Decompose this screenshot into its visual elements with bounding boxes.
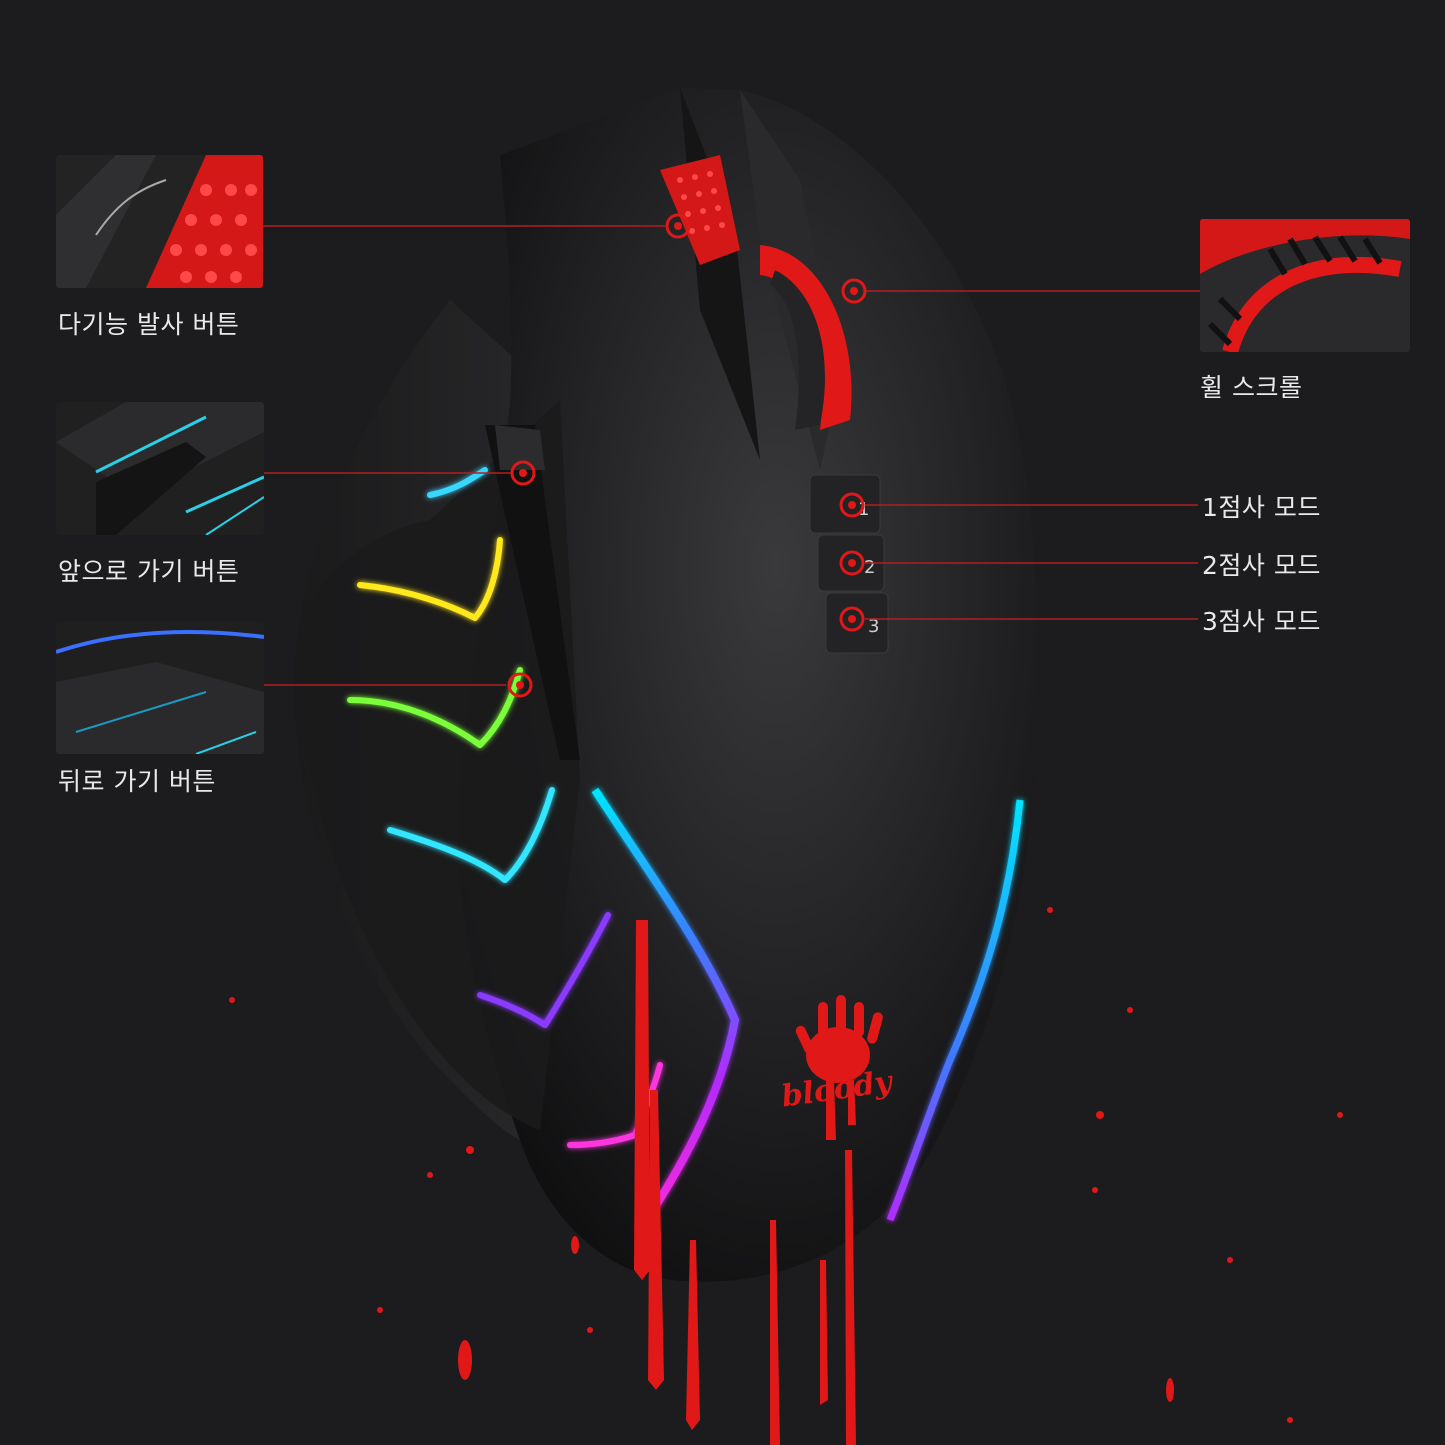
thumb-back bbox=[56, 622, 264, 754]
mode-1-number: 1 bbox=[858, 499, 869, 520]
marker-back bbox=[507, 672, 533, 698]
label-burst1: 1점사 모드 bbox=[1202, 493, 1321, 522]
marker-burst1 bbox=[839, 492, 865, 518]
label-burst3: 3점사 모드 bbox=[1202, 607, 1321, 636]
label-back: 뒤로 가기 버튼 bbox=[58, 767, 216, 796]
label-burst2: 2점사 모드 bbox=[1202, 551, 1321, 580]
thumb-forward bbox=[56, 402, 264, 535]
label-multi-fire: 다기능 발사 버튼 bbox=[58, 310, 240, 339]
marker-burst2 bbox=[839, 550, 865, 576]
marker-forward bbox=[510, 460, 536, 486]
thumb-multi-fire bbox=[56, 155, 263, 288]
mode-3-number: 3 bbox=[868, 616, 879, 637]
label-forward: 앞으로 가기 버튼 bbox=[58, 557, 240, 586]
marker-wheel bbox=[841, 278, 867, 304]
mode-2-number: 2 bbox=[864, 557, 875, 578]
marker-burst3 bbox=[839, 606, 865, 632]
marker-multi-fire bbox=[665, 213, 691, 239]
bloody-logo-icon bbox=[795, 995, 883, 1140]
thumb-wheel bbox=[1200, 219, 1410, 352]
label-wheel: 휠 스크롤 bbox=[1200, 373, 1303, 402]
